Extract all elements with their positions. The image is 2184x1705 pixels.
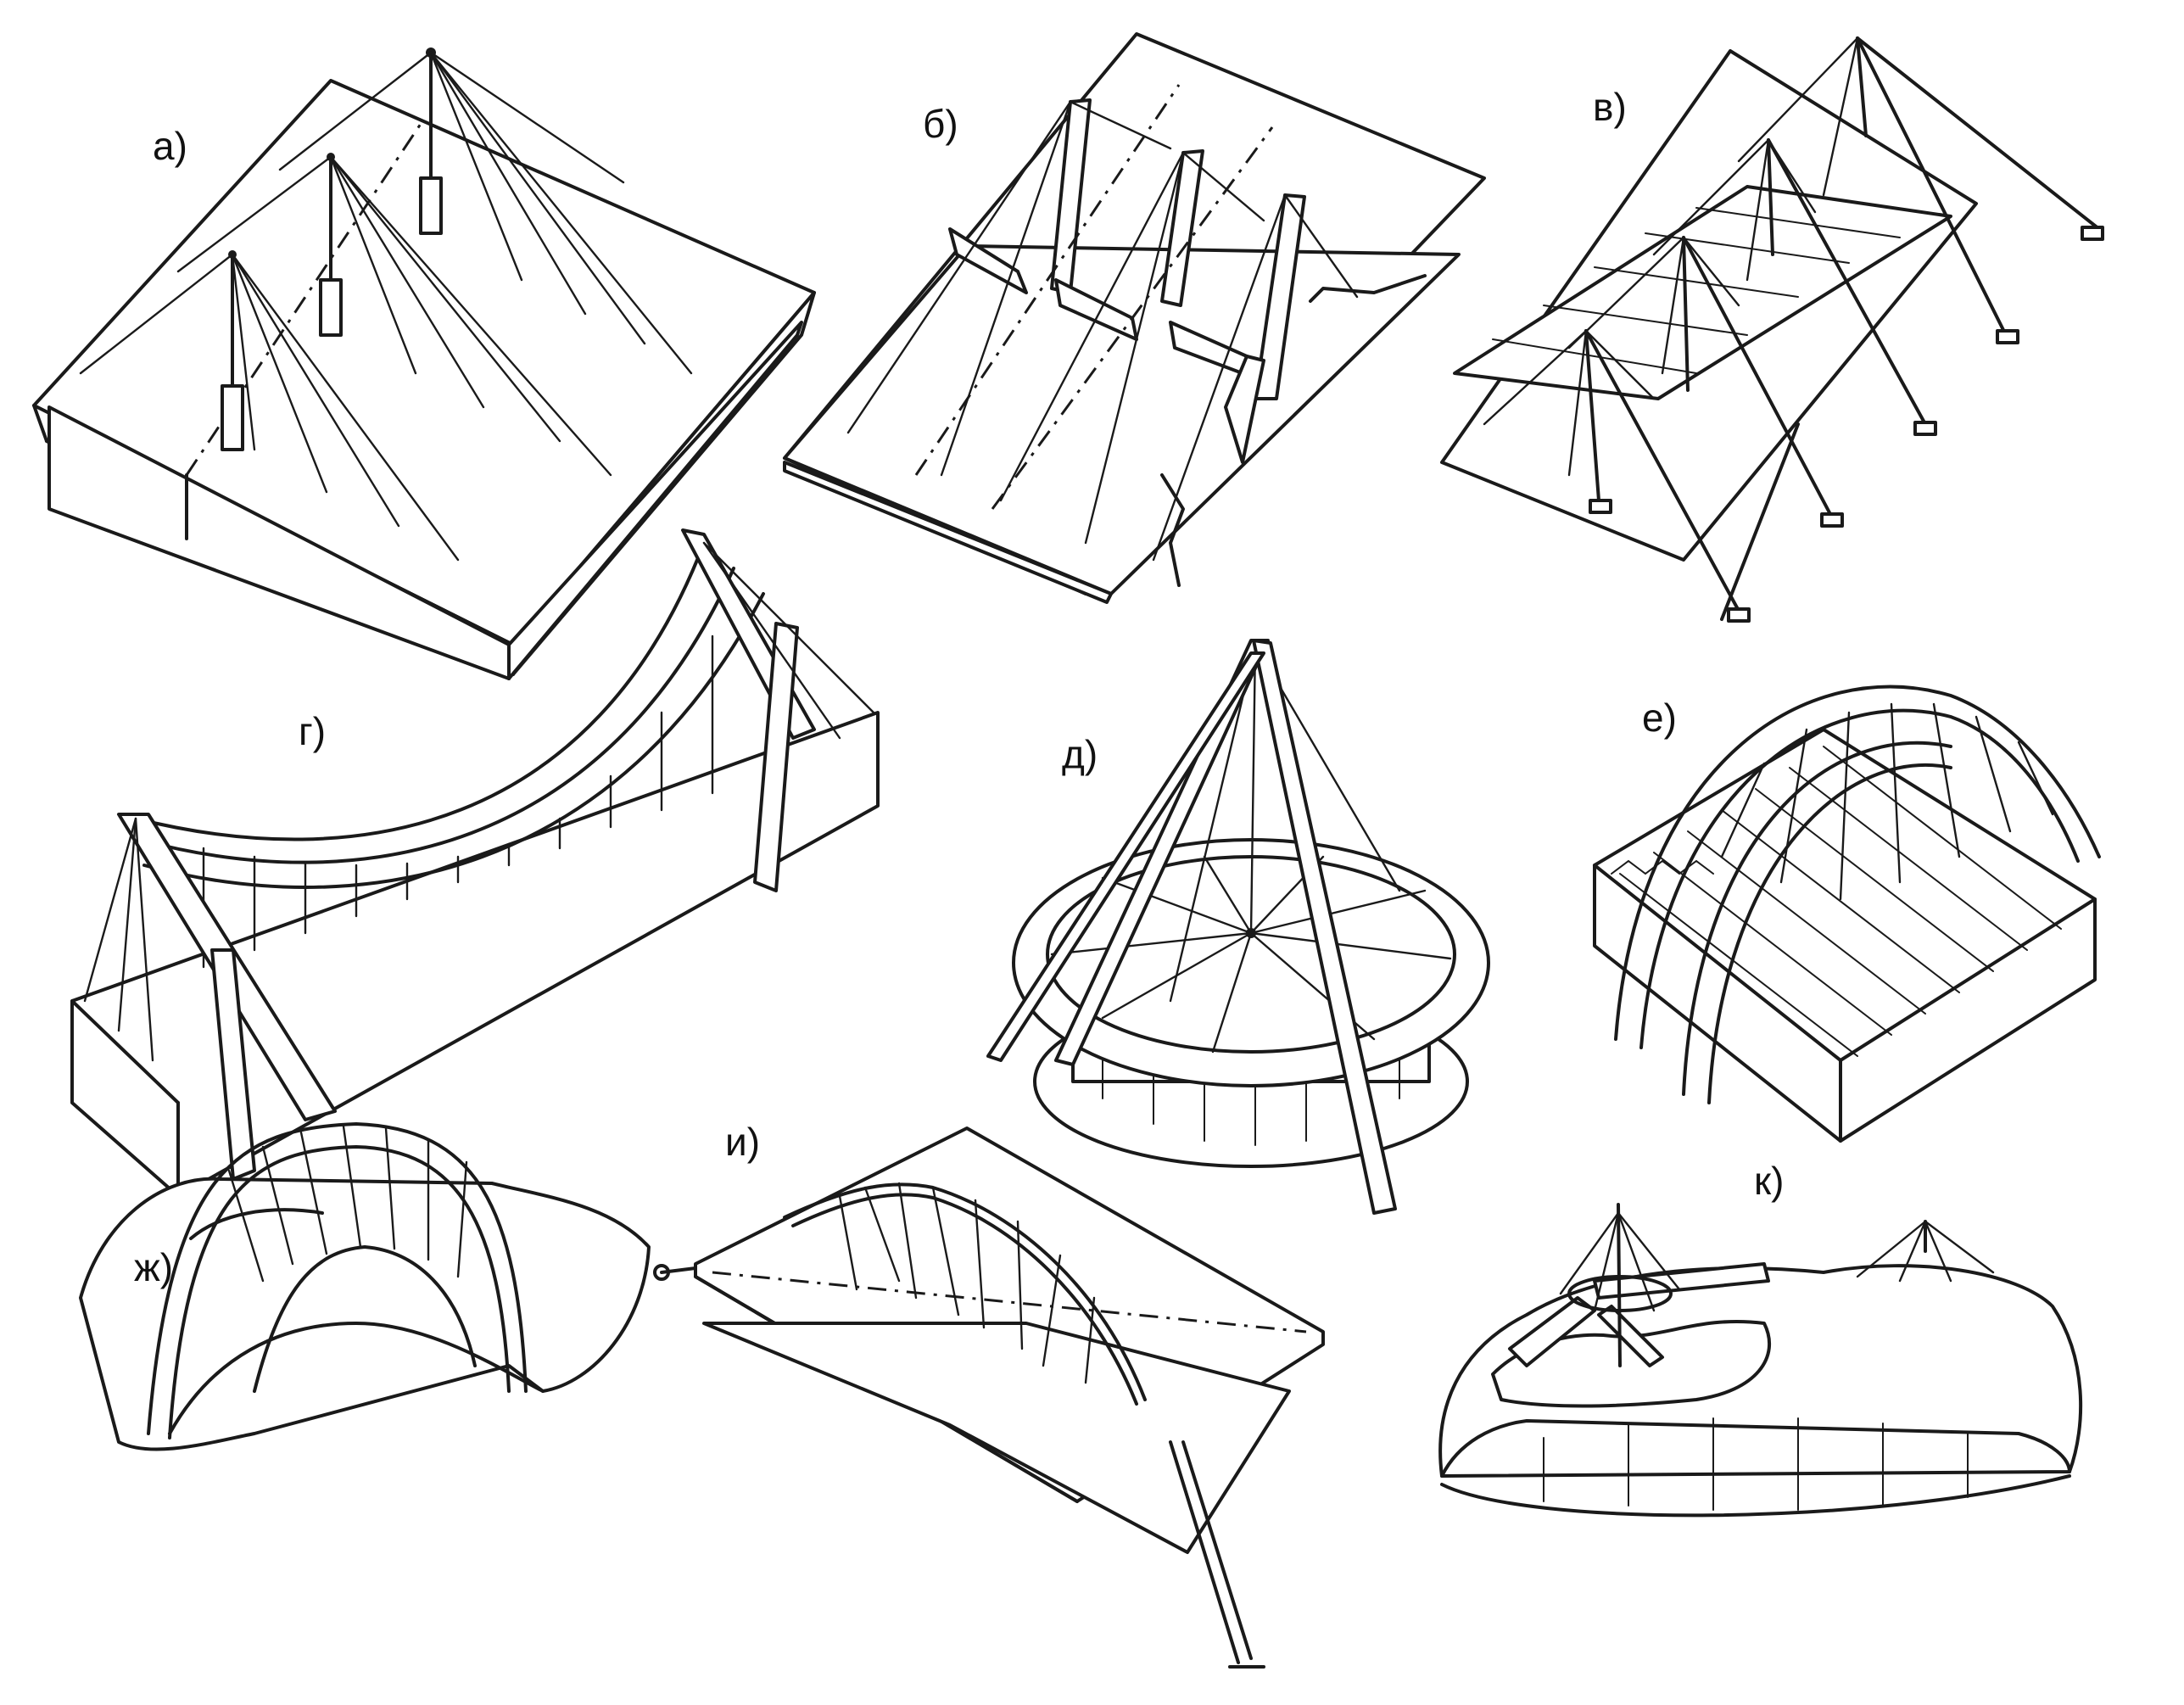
panel-b-cables: [846, 100, 1359, 562]
panel-v-label: в): [1593, 85, 1627, 129]
panel-b-frames: [948, 98, 1306, 464]
panel-i-arch: [783, 1182, 1147, 1401]
panel-g-suspension-roof: г): [70, 528, 880, 1198]
panel-zh-membrane: [79, 1177, 651, 1451]
panel-g-frame-leg: [753, 622, 799, 892]
panel-a-mast-base: [319, 278, 343, 337]
panel-g-frame-leg: [210, 948, 256, 1181]
panel-k-cutout: [1491, 1319, 1771, 1408]
panel-b-roof-plane: [783, 244, 1461, 595]
panel-g-frames: [117, 528, 816, 1181]
panel-g-building-box: [70, 711, 880, 1198]
panel-e-label: е): [1642, 696, 1677, 740]
panel-a-stay-cables: [79, 51, 693, 562]
panel-a-axis: [185, 118, 426, 476]
panel-a-cable-stayed-roof: а): [32, 48, 816, 680]
panel-g-main-cable: [142, 592, 765, 889]
panel-b-frame-strut: [1224, 355, 1265, 464]
panel-k-label: к): [1754, 1159, 1784, 1203]
panel-e-arch-folded-roof: е): [1593, 685, 2101, 1143]
panel-b-frame-leg: [1254, 193, 1306, 400]
panel-v-cables: [1483, 36, 1859, 477]
panel-g-end-cables: [83, 541, 875, 1062]
panel-g-main-cable: [134, 541, 706, 841]
panel-a-mast-base: [419, 176, 443, 235]
panel-d-ring-inner: [1046, 855, 1456, 1054]
panel-zh-arch-outer: [147, 1122, 528, 1435]
panel-g-hangers: [202, 634, 714, 969]
panel-v-mast: [1682, 236, 1690, 392]
panel-e-arch-inner: [1707, 763, 1952, 1104]
panel-k-trusses: [1508, 1262, 1770, 1367]
panel-zh-inner-vault: [253, 1245, 477, 1393]
panel-zh-hangers: [227, 1125, 468, 1283]
panel-i-ribbon-roof-arch: и): [653, 1120, 1325, 1669]
panel-d-circular-tripod: д): [986, 639, 1490, 1215]
panel-b-label: б): [923, 102, 958, 146]
panel-i-arch: [791, 1193, 1138, 1406]
panel-d-label: д): [1062, 732, 1098, 776]
panel-v-strut: [1682, 236, 1834, 519]
panel-d-tripod-leg: [1252, 639, 1397, 1215]
panel-v-masts: [1584, 36, 2101, 621]
panel-e-folded-plates: [1611, 746, 2062, 1057]
panel-i-hangers: [838, 1182, 1096, 1384]
panel-a-masts: [221, 48, 443, 451]
panel-v-back-stay: [1856, 36, 2101, 231]
panel-b-break-line: [1160, 473, 1185, 587]
panel-e-arch-inner: [1682, 741, 1952, 1096]
panel-g-label: г): [299, 709, 326, 753]
panel-a-label: а): [153, 124, 187, 168]
panel-i-lower-plane: [702, 1322, 1291, 1554]
panel-k-facade-mullions: [1543, 1417, 1969, 1511]
panel-zh-arch-membrane: ж): [79, 1122, 651, 1451]
panel-k-masts: [1559, 1203, 1995, 1367]
panel-v-mast: [1856, 36, 1868, 137]
panel-e-arch-inner: [1639, 708, 2080, 1049]
panel-d-tripod: [986, 639, 1397, 1215]
panel-v-mast: [1584, 329, 1600, 502]
panel-b-frame-leg: [1160, 149, 1204, 307]
panel-e-arch-outer: [1614, 685, 2101, 1041]
panel-a-wall-side: [507, 321, 803, 680]
panel-b-break-line: [1309, 274, 1427, 303]
panel-v-strut: [1767, 138, 1927, 426]
panel-k-mast: [1617, 1203, 1622, 1367]
panel-d-tripod-leg: [986, 651, 1265, 1062]
panel-i-tie: [1181, 1440, 1253, 1660]
panel-b-frame-arm: [948, 227, 1028, 294]
panel-v-foundations: [1589, 226, 2104, 623]
panel-zh-label: ж): [134, 1245, 173, 1289]
panel-e-hangers: [1720, 702, 2054, 901]
panel-v-strut: [1720, 422, 1800, 621]
panel-k-dome-masts: к): [1438, 1159, 2083, 1518]
panel-v-strut: [1584, 329, 1740, 612]
panel-b-portal-frames-roof: б): [783, 32, 1486, 604]
panel-a-mast-base: [221, 384, 244, 451]
panel-i-tie: [1169, 1440, 1240, 1664]
panel-v-masts-stayed-roof: в): [1440, 36, 2104, 623]
panel-v-mast: [1767, 138, 1774, 256]
panel-v-strut: [1856, 36, 2008, 337]
panel-i-label: и): [725, 1120, 760, 1164]
panel-g-main-cable: [138, 567, 735, 864]
panel-zh-arch-inner: [168, 1145, 511, 1439]
